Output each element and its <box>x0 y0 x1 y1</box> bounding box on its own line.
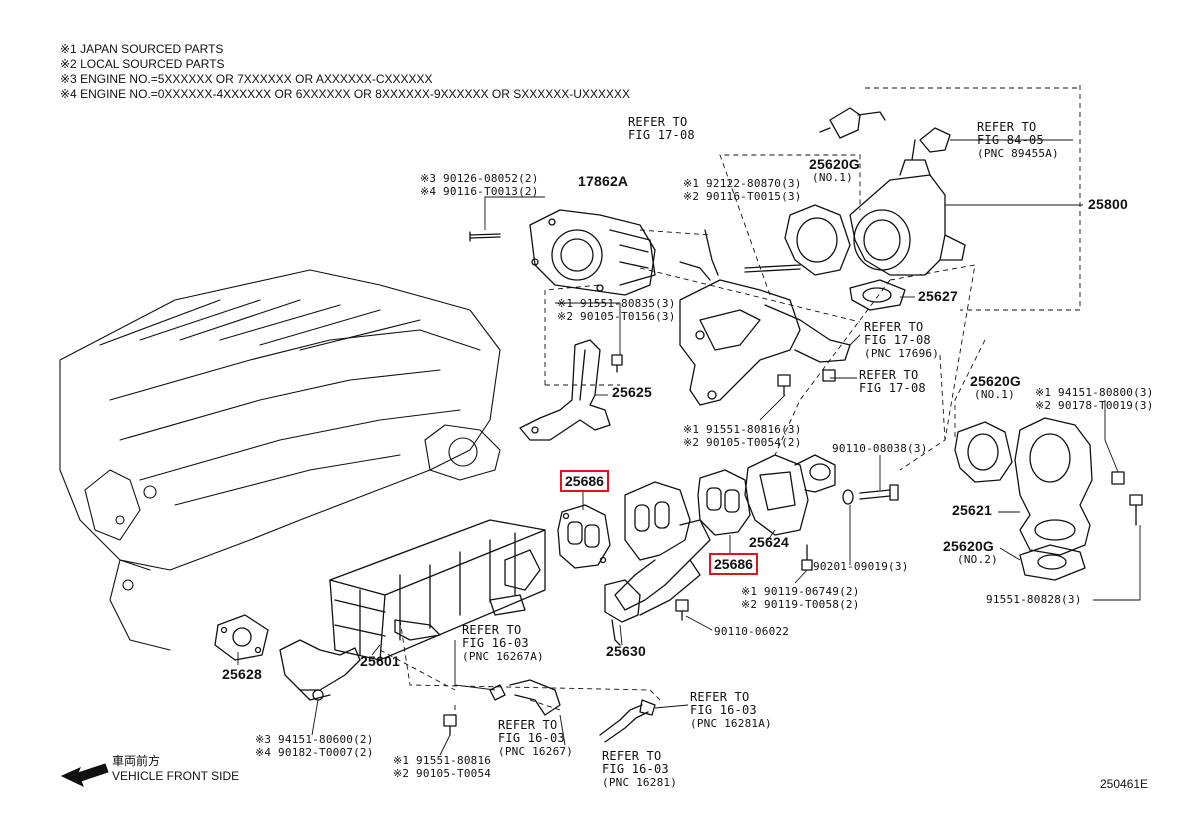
refer-fig-17-08-lower[interactable]: REFER TO FIG 17-08 <box>859 368 926 395</box>
part-25620g-right-no1[interactable]: 25620G (NO.1) <box>970 373 1022 401</box>
bolt-90126-08052-label[interactable]: ※3 90126-08052(2) ※4 90116-T0013(2) <box>420 172 539 198</box>
refer-fig-16-03-16281a[interactable]: REFER TO FIG 16-03 (PNC 16281A) <box>690 690 772 731</box>
refer-fig-17-08-top[interactable]: REFER TO FIG 17-08 <box>628 115 695 142</box>
bolt-91551-80816-center <box>777 369 836 396</box>
throttle-body-17862a <box>529 209 656 296</box>
gasket-25620g-right-no1 <box>954 421 1013 483</box>
part-25628[interactable]: 25628 <box>222 666 262 682</box>
part-25620g-top[interactable]: 25620G (NO.1) <box>809 156 861 184</box>
dashed-assembly-lines <box>379 85 1081 715</box>
gasket-25627 <box>849 279 906 311</box>
bolt-90110-08038-label[interactable]: 90110-08038(3) <box>832 442 928 455</box>
flange-25624 <box>744 454 836 536</box>
bolt-94151-80600-label[interactable]: ※3 94151-80600(2) ※4 90182-T0007(2) <box>255 733 374 759</box>
part-25621[interactable]: 25621 <box>952 502 992 518</box>
bolt-92122-80870-label[interactable]: ※1 92122-80870(3) ※2 90116-T0015(3) <box>683 177 802 203</box>
gasket-25686-left <box>557 504 611 569</box>
bolt-91551-80828 <box>1129 494 1143 526</box>
refer-fig-16-03-16267[interactable]: REFER TO FIG 16-03 (PNC 16267) <box>498 718 574 759</box>
washer-90201 <box>842 489 854 505</box>
egr-pipe-25630 <box>604 481 711 646</box>
bracket-25625 <box>519 339 611 441</box>
bolt-94151-80800-label[interactable]: ※1 94151-80800(3) ※2 90178-T0019(3) <box>1035 386 1154 412</box>
part-25686-highlighted[interactable]: 25686 <box>709 553 758 575</box>
bolt-91551-80828-label[interactable]: 91551-80828(3) <box>986 593 1082 606</box>
bolt-90119 <box>801 544 813 571</box>
gasket-25686-right <box>697 469 751 536</box>
part-25627[interactable]: 25627 <box>918 288 958 304</box>
bolt-91551-80816-label[interactable]: ※1 91551-80816 ※2 90105-T0054 <box>393 754 492 780</box>
figure-id: 250461E <box>1100 777 1149 791</box>
stud-bolt-90126 <box>469 231 501 242</box>
part-17862a[interactable]: 17862A <box>578 173 629 189</box>
refer-fig-17-08-17696[interactable]: REFER TO FIG 17-08 (PNC 17696) <box>864 320 940 361</box>
refer-fig-84-05[interactable]: REFER TO FIG 84-05 (PNC 89455A) <box>977 120 1059 161</box>
bolt-90110-06022-label[interactable]: 90110-06022 <box>714 625 790 638</box>
gasket-25620g-right-no2 <box>1019 544 1086 581</box>
bolt-94151-80800 <box>1111 471 1125 485</box>
part-25630[interactable]: 25630 <box>606 643 646 659</box>
egr-cooler-25601 <box>329 519 546 661</box>
part-25601[interactable]: 25601 <box>360 653 400 669</box>
elbow-pipe <box>279 639 361 701</box>
gasket-25620g-top <box>784 204 851 276</box>
part-25625[interactable]: 25625 <box>612 384 652 400</box>
egr-bracket-center <box>679 229 851 406</box>
part-25624[interactable]: 25624 <box>749 534 789 550</box>
part-25620g-right-no2[interactable]: 25620G (NO.2) <box>943 538 998 566</box>
stud-bolt-92122 <box>744 264 801 273</box>
leader-lines <box>237 139 1141 756</box>
egr-valve-25800 <box>849 127 966 276</box>
engine-block-outline <box>59 269 501 651</box>
bolt-91551-80816-3-label[interactable]: ※1 91551-80816(3) ※2 90105-T0054(2) <box>683 423 802 449</box>
note-line: ※3 ENGINE NO.=5XXXXXX OR 7XXXXXX OR AXXX… <box>60 72 433 86</box>
gasket-25628 <box>214 614 269 661</box>
refer-fig-16-03-16281[interactable]: REFER TO FIG 16-03 (PNC 16281) <box>602 749 678 790</box>
part-25686-highlighted[interactable]: 25686 <box>560 470 609 492</box>
bolt-91551-80816-lower <box>443 714 457 736</box>
bolt-91551-80835-label[interactable]: ※1 91551-80835(3) ※2 90105-T0156(3) <box>557 297 676 323</box>
vehicle-front-arrow <box>60 763 109 788</box>
part-25800[interactable]: 25800 <box>1088 196 1128 212</box>
washer-90201-09019-label[interactable]: 90201-09019(3) <box>813 560 909 573</box>
hose-lower <box>489 679 656 743</box>
note-line: ※4 ENGINE NO.=0XXXXXX-4XXXXXX OR 6XXXXXX… <box>60 87 630 101</box>
engine-number-notes: ※1 JAPAN SOURCED PARTS ※2 LOCAL SOURCED … <box>60 42 630 102</box>
refer-fig-16-03-16267a[interactable]: REFER TO FIG 16-03 (PNC 16267A) <box>462 623 544 664</box>
vehicle-front-side-label: 車両前方 VEHICLE FRONT SIDE <box>112 754 240 783</box>
bolt-90110-08038 <box>859 484 899 501</box>
sensor-connector-top <box>819 107 886 139</box>
note-line: ※2 LOCAL SOURCED PARTS <box>60 57 225 71</box>
bolt-91551-80835 <box>611 354 623 373</box>
bolt-90110-06022 <box>675 599 689 621</box>
bolt-90119-06749-label[interactable]: ※1 90119-06749(2) ※2 90119-T0058(2) <box>741 585 860 611</box>
elbow-25621 <box>1014 417 1093 556</box>
note-line: ※1 JAPAN SOURCED PARTS <box>60 42 224 56</box>
